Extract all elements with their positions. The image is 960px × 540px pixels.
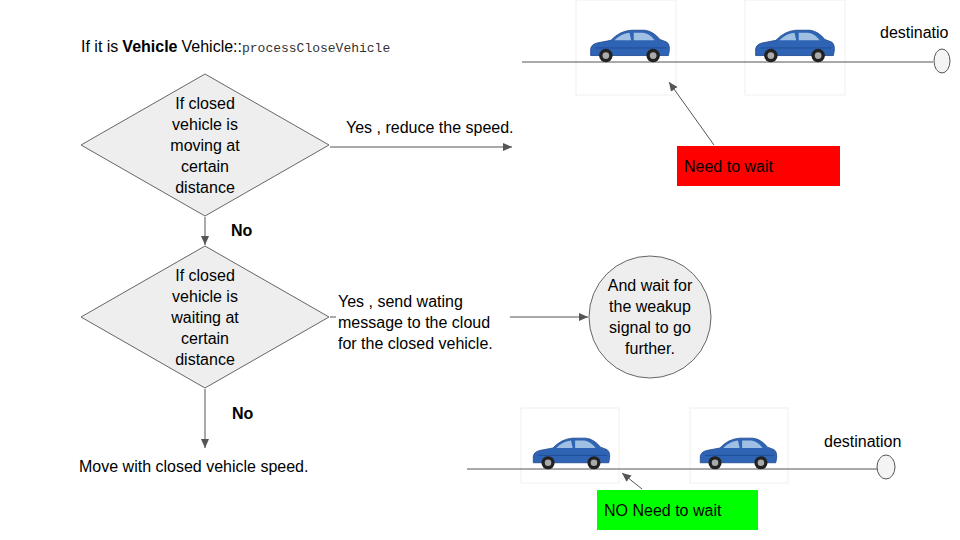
text-holder: Need to wait [684,156,773,177]
title-class: Vehicle [122,36,177,57]
node-text: If closed vehicle is waiting at certain … [163,265,247,370]
destination-label: destinatio [880,22,949,43]
circle-outline [588,255,712,379]
text-holder: NO Need to wait [604,500,721,521]
title-scope: Vehicle:: [182,36,242,57]
destination-label: destination [824,431,901,452]
label-holder: No [232,403,253,424]
top-road-scene [522,0,950,95]
title-text: If it is [81,36,118,57]
edge-label-holder: No [231,220,252,241]
branch-label: Yes , reduce the speed. [346,117,514,138]
label-holder: Yes , reduce the speed. [346,117,514,138]
decision-diamond: If closed vehicle is waiting at certain … [80,245,330,389]
edge-label-holder: Yes , send wating message to the cloud f… [336,291,510,354]
leader-arrow [669,82,714,145]
text-holder: And wait for the weakup signal to go fur… [603,275,697,359]
text-holder: If closed vehicle is moving at certain d… [163,93,247,198]
node-text: If closed vehicle is moving at certain d… [163,93,247,198]
title-method: processCloseVehicle [242,38,390,59]
wait-circle: And wait for the weakup signal to go fur… [588,255,712,379]
no-arrow [205,389,206,448]
connector [205,217,206,245]
diamond-shape [81,74,329,216]
status-box: NO Need to wait [597,490,758,530]
decision-diamond: If closed vehicle is moving at certain d… [80,73,330,217]
text-holder: If closed vehicle is waiting at certain … [163,265,247,370]
leader-arrow [622,473,642,489]
status-box: Need to wait [677,146,840,186]
label-holder: destinatio [880,22,949,43]
node-text: Need to wait [684,156,773,177]
yes-arrow [330,147,512,148]
outcome-text: Move with closed vehicle speed. [79,456,308,477]
label-holder: Move with closed vehicle speed. [79,456,308,477]
node-text: NO Need to wait [604,500,721,521]
edge-label: Yes , send wating message to the cloud f… [336,291,510,354]
edge-label: No [231,220,252,241]
circle-shape [589,256,711,378]
diamond-shape [81,246,329,388]
title-row: If it isVehicleVehicle::processCloseVehi… [81,36,390,59]
branch-label: No [232,403,253,424]
label-holder: destination [824,431,901,452]
node-text: And wait for the weakup signal to go fur… [603,275,697,359]
